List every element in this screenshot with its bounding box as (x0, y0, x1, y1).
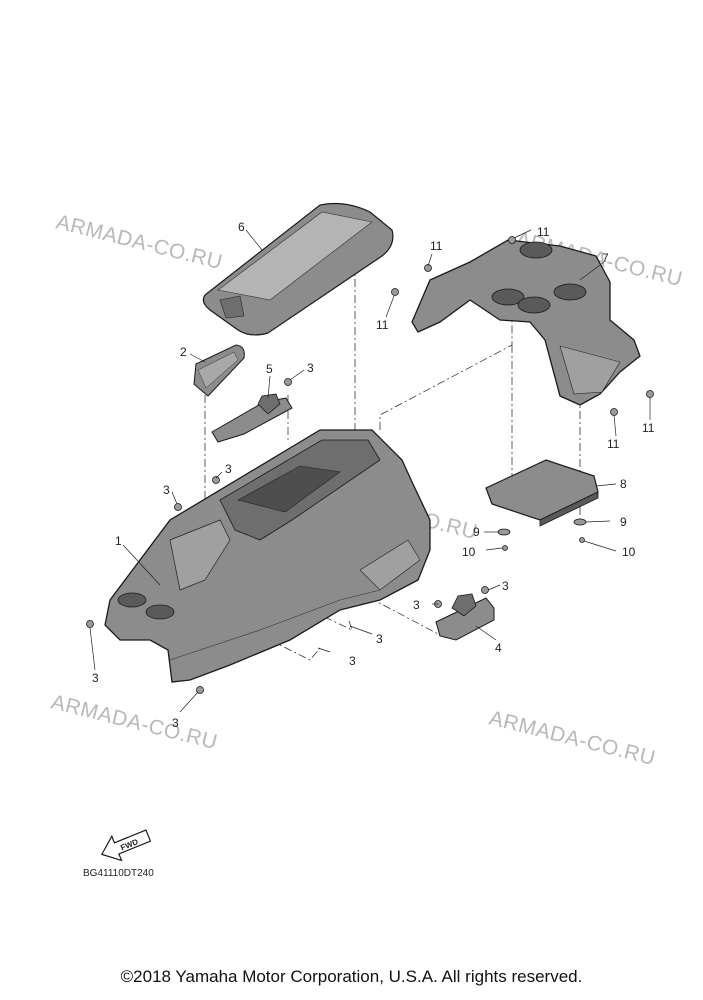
part-6-armrest-lid (202, 202, 394, 336)
part-1-console (104, 429, 431, 683)
callout-3-g: 3 (376, 632, 383, 646)
callout-9-b: 9 (620, 515, 627, 529)
callout-11-d: 11 (607, 437, 620, 451)
callout-2: 2 (180, 345, 187, 359)
callout-10-a: 10 (462, 545, 476, 559)
callout-11-a: 11 (430, 239, 443, 253)
callout-5: 5 (266, 362, 273, 376)
callout-3-a: 3 (307, 361, 314, 375)
callout-9-a: 9 (473, 525, 480, 539)
callout-7: 7 (602, 251, 609, 265)
callout-3-i: 3 (502, 579, 509, 593)
callout-1: 1 (115, 534, 122, 548)
diagram-code: BG41110DT240 (83, 868, 154, 879)
fwd-arrow-icon: FWD (100, 829, 152, 862)
part-5-switch-cover (211, 393, 293, 443)
part-8-tray (485, 459, 599, 527)
part-2-cover (193, 344, 245, 397)
callout-6: 6 (238, 220, 245, 234)
part-7-rear-console (411, 239, 641, 406)
callout-11-e: 11 (642, 421, 655, 435)
callout-8: 8 (620, 477, 627, 491)
callout-3-c: 3 (163, 483, 170, 497)
callout-3-h: 3 (413, 598, 420, 612)
callouts: 1 2 3 3 3 3 3 3 3 3 3 4 5 6 7 8 9 9 10 1… (92, 220, 655, 730)
callout-3-d: 3 (92, 671, 99, 685)
leader-lines (89, 229, 651, 713)
callout-11-c: 11 (376, 318, 389, 332)
callout-10-b: 10 (622, 545, 636, 559)
callout-11-b: 11 (537, 225, 550, 239)
part-4-bracket (435, 593, 495, 641)
callout-3-e: 3 (172, 716, 179, 730)
callout-3-b: 3 (225, 462, 232, 476)
callout-4: 4 (495, 641, 502, 655)
copyright-notice: ©2018 Yamaha Motor Corporation, U.S.A. A… (120, 967, 583, 986)
callout-3-f: 3 (349, 654, 356, 668)
watermark-bottom-right: ARMADA-CO.RU (487, 707, 658, 771)
watermark-bottom-left: ARMADA-CO.RU (49, 691, 220, 755)
watermark-top-left: ARMADA-CO.RU (54, 211, 225, 275)
